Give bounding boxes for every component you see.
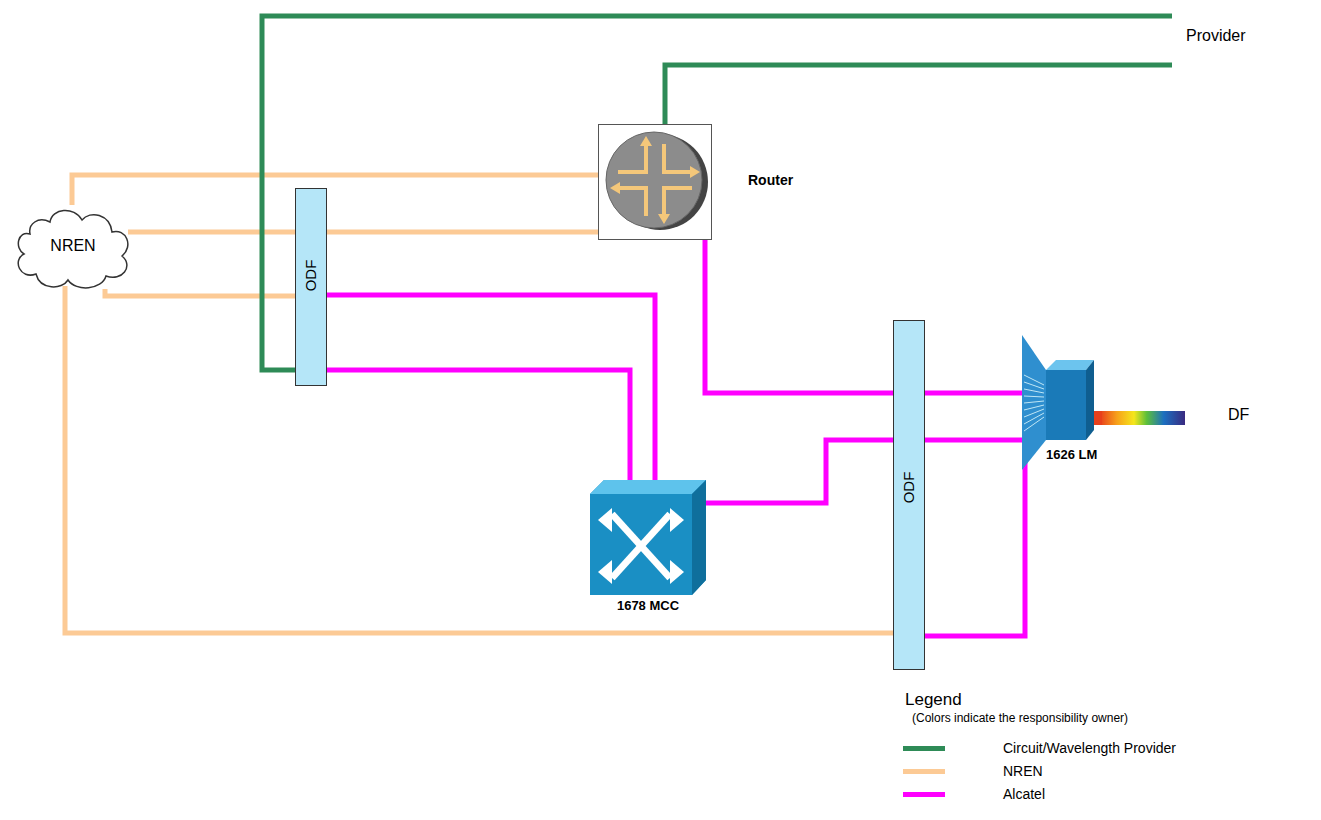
provider-line — [665, 65, 1172, 124]
connector-line — [925, 465, 1025, 636]
endpoint-label: Provider — [1186, 27, 1246, 45]
connector-line — [925, 438, 1022, 443]
legend-note: (Colors indicate the responsibility owne… — [912, 711, 1128, 725]
connector — [65, 286, 893, 633]
connector — [706, 440, 893, 503]
connector — [925, 393, 1022, 394]
connector — [705, 240, 893, 393]
legend-title: Legend — [905, 690, 962, 710]
connector — [925, 440, 1022, 441]
line-multiplexer-icon: 1626 LM — [1022, 335, 1102, 470]
legend-swatch — [903, 746, 945, 751]
connector-line — [65, 286, 893, 633]
connector — [128, 232, 598, 233]
connector-line — [327, 370, 630, 480]
odf-panel: ODF — [295, 188, 327, 386]
router-icon: Router — [598, 124, 712, 240]
dark-fiber — [1100, 411, 1185, 425]
connector-line — [706, 440, 893, 503]
connector — [925, 465, 1025, 636]
cloud-node: NREN — [10, 200, 136, 292]
node-shape — [598, 124, 712, 240]
connector — [72, 175, 598, 205]
legend-swatch — [903, 792, 945, 797]
node-label: ODF — [901, 472, 918, 504]
legend-text: NREN — [1003, 763, 1043, 779]
connector-line — [128, 230, 598, 235]
node-label: 1678 MCC — [590, 598, 706, 613]
node-label: Router — [748, 172, 793, 188]
legend-swatch — [903, 769, 945, 774]
crossconnect-icon: 1678 MCC — [590, 480, 706, 595]
node-label: 1626 LM — [1046, 447, 1097, 462]
connector — [327, 295, 655, 480]
connector-line — [705, 240, 893, 393]
connector-line — [105, 289, 295, 296]
odf-panel: ODF — [893, 320, 925, 670]
provider-line — [262, 16, 1172, 370]
node-shape — [590, 480, 706, 595]
legend-text: Circuit/Wavelength Provider — [1003, 740, 1176, 756]
connector — [327, 370, 630, 480]
connector-line — [72, 175, 598, 205]
connector-line — [925, 391, 1022, 396]
node-label: NREN — [50, 237, 95, 255]
node-label: ODF — [303, 260, 320, 292]
endpoint-label: DF — [1228, 406, 1249, 424]
connector-line — [327, 295, 655, 480]
legend-text: Alcatel — [1003, 786, 1045, 802]
connector — [105, 289, 295, 296]
